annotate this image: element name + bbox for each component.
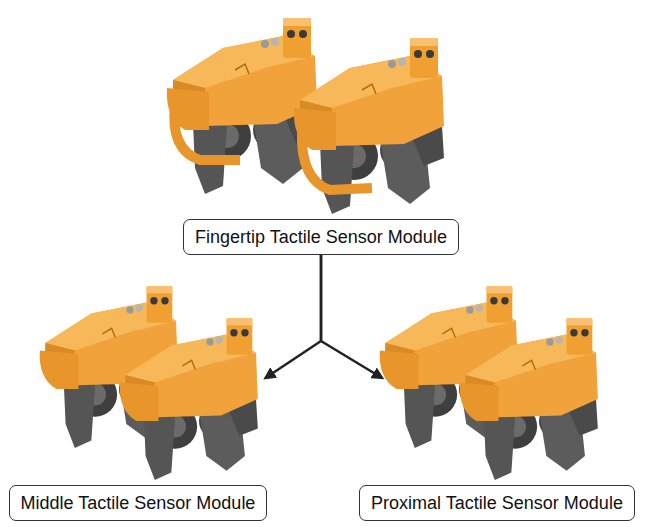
module-label: Fingertip Tactile Sensor Module (195, 227, 447, 247)
split-arrow (265, 255, 321, 378)
middle-label-box: Middle Tactile Sensor Module (9, 485, 268, 521)
module-label: Middle Tactile Sensor Module (21, 493, 256, 513)
fingertip-label-box: Fingertip Tactile Sensor Module (183, 219, 459, 255)
split-arrow (321, 255, 382, 378)
module-label: Proximal Tactile Sensor Module (371, 493, 623, 513)
proximal-label-box: Proximal Tactile Sensor Module (359, 485, 635, 521)
